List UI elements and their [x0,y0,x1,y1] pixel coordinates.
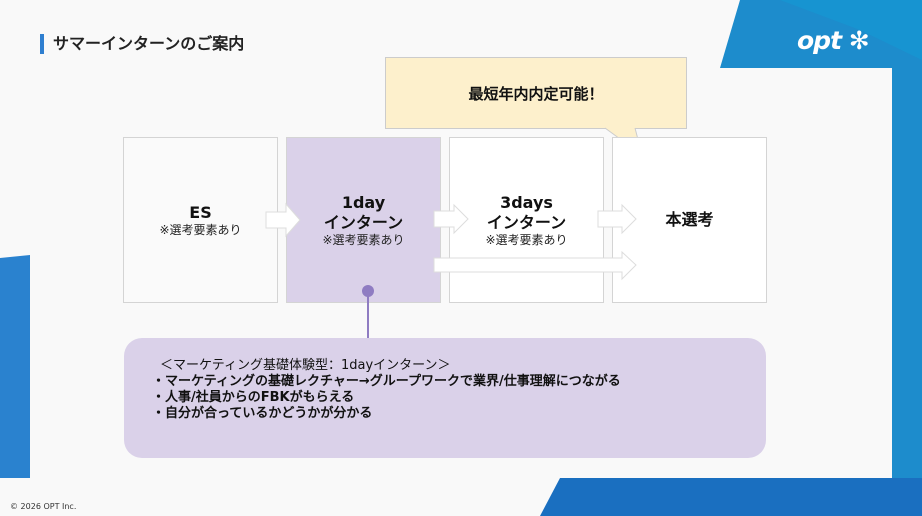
arrow-icon [265,202,301,238]
opt-logo: opt ✻ [797,26,870,55]
info-bullet: ・マーケティングの基礎レクチャー→グループワークで業界/仕事理解につながる [152,374,621,389]
step-es: ES※選考要素あり [123,137,278,303]
callout-bubble: 最短年内内定可能！ [385,57,687,129]
copyright: © 2026 OPT Inc. [10,502,77,511]
arrow-icon [597,203,637,235]
intern-info-panel: ＜マーケティング基礎体験型：1dayインターン＞ ・マーケティングの基礎レクチャ… [124,338,766,458]
info-bullet: ・人事/社員からのFBKがもらえる [152,390,355,405]
info-heading: ＜マーケティング基礎体験型：1dayインターン＞ [160,358,451,373]
flower-icon: ✻ [848,26,870,55]
arrow-icon [433,250,637,281]
connector-dot [362,285,374,297]
step-final-selection: 本選考 [612,137,767,303]
arrow-icon [433,203,469,235]
info-bullet: ・自分が合っているかどうかが分かる [152,406,373,421]
page-title: サマーインターンのご案内 [40,34,244,54]
